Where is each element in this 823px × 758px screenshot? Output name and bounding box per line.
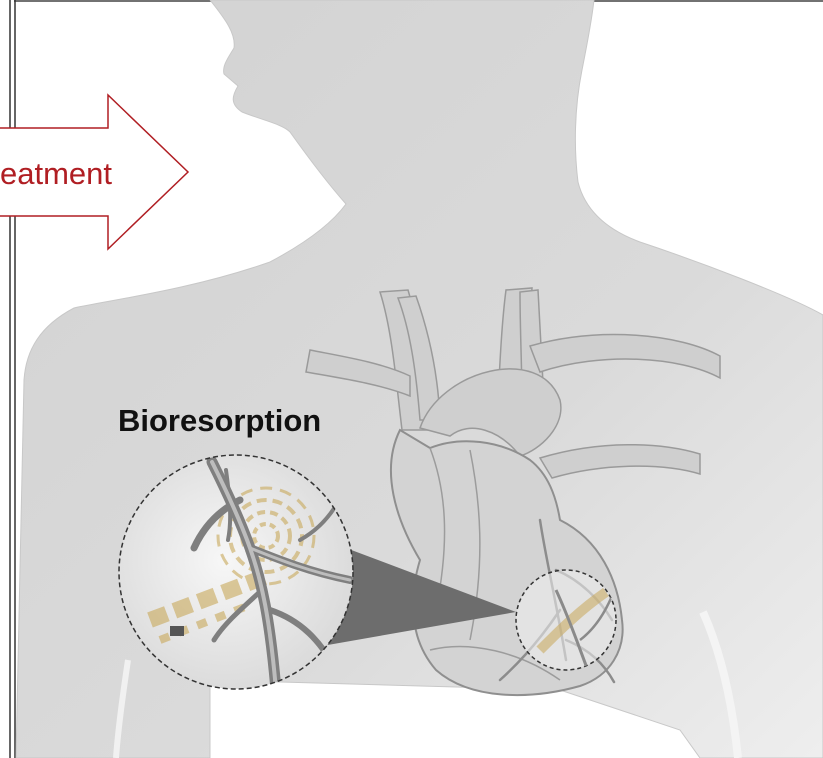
zoom-lens <box>119 455 353 690</box>
panel-divider <box>10 0 15 758</box>
arrow-label: eatment <box>0 156 112 192</box>
callout-title: Bioresorption <box>118 403 321 439</box>
